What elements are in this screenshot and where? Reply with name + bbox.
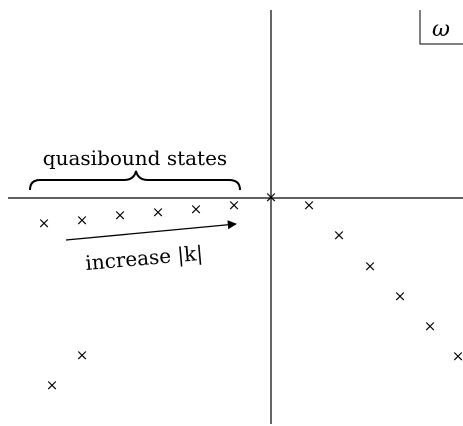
pole-marker: × (333, 226, 346, 244)
pole-marker: × (46, 376, 59, 394)
pole-marker: × (303, 196, 316, 214)
quasibound-brace (29, 170, 241, 191)
brace-label: quasibound states (43, 146, 227, 170)
pole-marker: × (190, 200, 203, 218)
arrow-label: increase |k| (84, 241, 204, 276)
pole-marker: × (452, 347, 463, 365)
pole-marker: × (114, 206, 127, 224)
pole-marker: × (364, 257, 377, 275)
pole-marker: × (424, 317, 437, 335)
pole-marker: × (38, 214, 51, 232)
corner-label-box (419, 10, 463, 45)
pole-markers: × × × × × × × × × × × × × × × (38, 188, 463, 394)
pole-marker: × (394, 287, 407, 305)
pole-marker: × (152, 203, 165, 221)
pole-marker: × (265, 188, 278, 206)
pole-marker: × (228, 196, 241, 214)
omega-label: ω (432, 17, 450, 42)
pole-marker: × (76, 211, 89, 229)
pole-marker: × (76, 346, 89, 364)
increase-k-arrow (65, 220, 237, 241)
